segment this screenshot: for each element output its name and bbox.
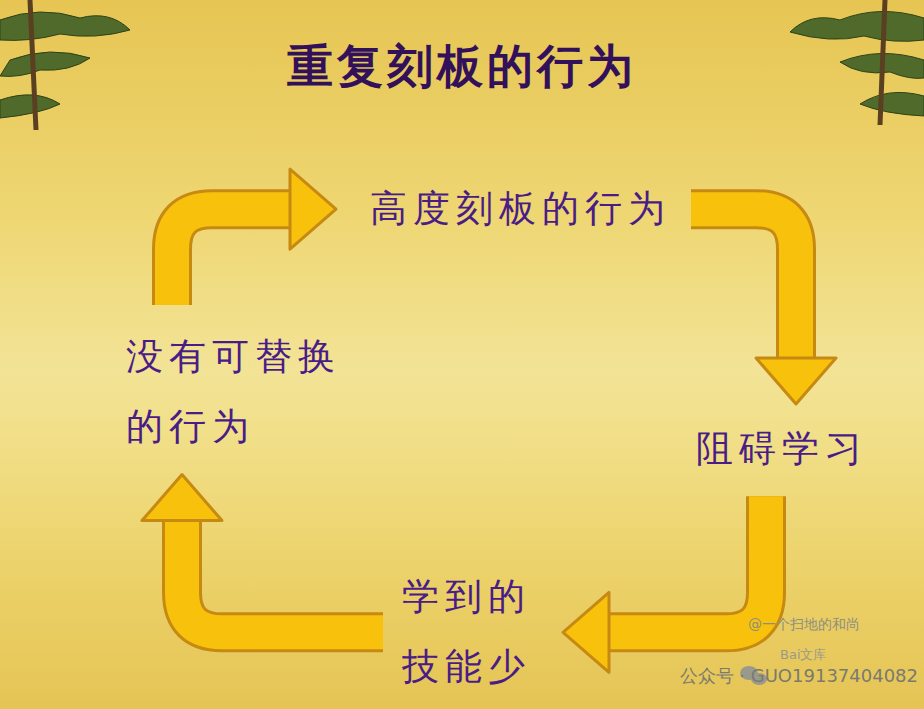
- arrow-outline: [182, 519, 383, 633]
- arrow-body: [172, 209, 292, 305]
- cycle-arrow: [142, 475, 383, 633]
- cycle-step: 阻碍学习: [692, 412, 880, 486]
- step-text: 学到的 技能少: [402, 562, 539, 703]
- step-text: 没有可替换 的行为: [126, 322, 349, 463]
- watermark: 公众号 · GUO19137404082: [680, 664, 918, 688]
- cycle-step: 没有可替换 的行为: [122, 320, 353, 465]
- pine-branch: [0, 0, 130, 130]
- watermark: Bai文库: [780, 646, 827, 664]
- step-text: 阻碍学习: [696, 414, 876, 484]
- cycle-arrow: [172, 169, 336, 305]
- cycle-arrow: [563, 496, 766, 672]
- arrow-head: [563, 592, 609, 672]
- cycle-arrow: [691, 209, 836, 404]
- arrow-body: [691, 209, 796, 360]
- step-text: 高度刻板的行为: [370, 174, 679, 244]
- pine-branch: [790, 0, 924, 125]
- arrow-body: [182, 519, 383, 633]
- arrow-head: [756, 358, 836, 404]
- cycle-step: 高度刻板的行为: [366, 172, 683, 246]
- arrow-outline: [172, 209, 292, 305]
- arrow-outline: [691, 209, 796, 360]
- diagram-title: 重复刻板的行为: [0, 36, 924, 98]
- arrow-body: [607, 496, 766, 632]
- watermark: @一个扫地的和尚: [748, 616, 860, 634]
- cycle-step: 学到的 技能少: [398, 560, 543, 705]
- arrow-head: [290, 169, 336, 249]
- arrow-head: [142, 475, 222, 521]
- arrow-outline: [607, 496, 766, 632]
